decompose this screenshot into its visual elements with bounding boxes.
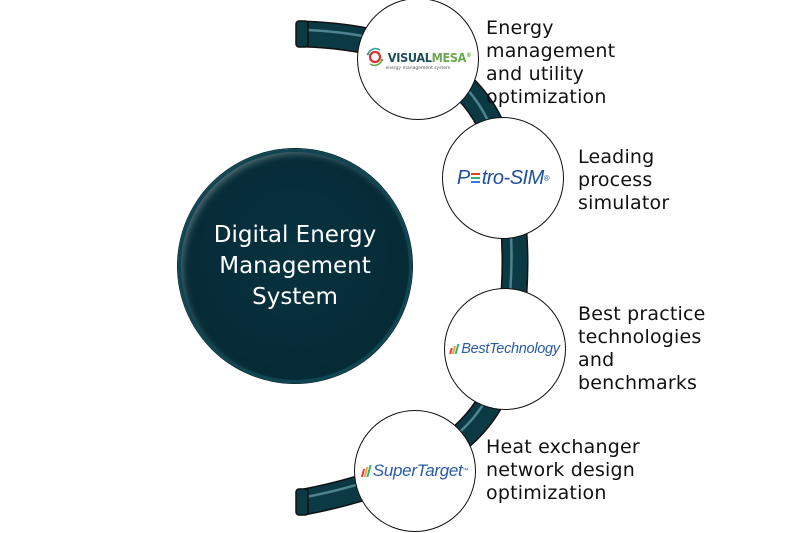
node-besttechnology: BestTechnology bbox=[444, 288, 566, 410]
hub-label-line: System bbox=[252, 283, 338, 310]
description-line: technologies bbox=[578, 326, 702, 348]
description-line: and utility bbox=[486, 63, 585, 85]
description-line: Heat exchanger bbox=[486, 436, 640, 458]
hub-circle: Digital Energy Management System bbox=[178, 149, 412, 383]
visualmesa-logo-b: MESA bbox=[431, 49, 467, 65]
description-besttechnology: Best practice technologies and benchmark… bbox=[578, 303, 706, 395]
visualmesa-logo-a: VISUAL bbox=[387, 49, 432, 65]
hub-label-line: Digital Energy bbox=[213, 221, 377, 248]
description-line: Best practice bbox=[578, 303, 706, 325]
description-line: process bbox=[578, 169, 653, 191]
description-line: Energy bbox=[486, 17, 554, 39]
registered-mark: ® bbox=[466, 51, 472, 59]
description-line: network design bbox=[486, 459, 636, 481]
supertarget-logo-text: SuperTarget bbox=[372, 461, 463, 480]
petrosim-e-bars-icon bbox=[470, 173, 480, 183]
visualmesa-logo: VISUALMESA® energy management system bbox=[365, 47, 472, 71]
petrosim-logo: P tro-SIM® bbox=[456, 166, 550, 190]
visualmesa-ring-icon bbox=[366, 47, 384, 67]
color-bars-icon bbox=[360, 465, 372, 477]
description-supertarget: Heat exchanger network design optimizati… bbox=[486, 436, 640, 505]
visualmesa-tagline: energy management system bbox=[385, 66, 451, 71]
hub-label: Digital Energy Management System bbox=[195, 220, 395, 313]
description-line: Leading bbox=[578, 146, 655, 168]
color-bars-icon bbox=[449, 344, 460, 354]
description-line: simulator bbox=[578, 192, 670, 214]
description-line: benchmarks bbox=[578, 372, 698, 394]
description-line: and bbox=[578, 349, 615, 371]
besttechnology-logo: BestTechnology bbox=[449, 341, 560, 357]
hub-label-line: Management bbox=[219, 252, 371, 279]
petrosim-logo-p: P bbox=[456, 166, 470, 189]
description-visualmesa: Energy management and utility optimizati… bbox=[486, 17, 615, 109]
node-petrosim: P tro-SIM® bbox=[442, 117, 564, 239]
trademark-mark: ™ bbox=[462, 468, 469, 474]
description-line: optimization bbox=[486, 86, 607, 108]
description-line: optimization bbox=[486, 482, 607, 504]
description-line: management bbox=[486, 40, 616, 62]
node-visualmesa: VISUALMESA® energy management system bbox=[357, 0, 479, 120]
besttechnology-logo-text: BestTechnology bbox=[461, 341, 560, 357]
registered-mark: ® bbox=[543, 173, 550, 183]
description-petrosim: Leading process simulator bbox=[578, 146, 669, 215]
petrosim-logo-rest: tro-SIM bbox=[481, 166, 545, 189]
